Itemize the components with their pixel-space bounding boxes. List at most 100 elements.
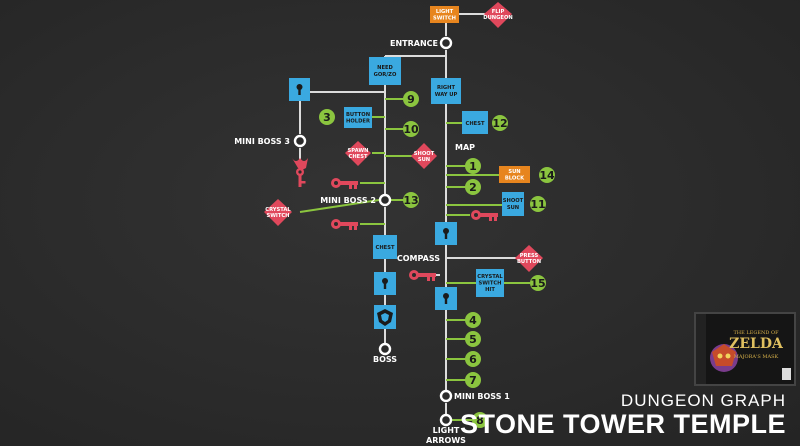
light-arrows-label-1: LIGHT bbox=[433, 426, 460, 435]
green-number-15: 15 bbox=[530, 275, 546, 291]
button-holder-box: BUTTON HOLDER bbox=[344, 107, 372, 128]
number-text: 8 bbox=[476, 414, 484, 427]
box-bg bbox=[499, 166, 530, 183]
keyhole-icon bbox=[296, 84, 303, 95]
small-key-icon bbox=[331, 178, 358, 189]
cover-art: THE LEGEND OF ZELDA MAJORA'S MASK bbox=[696, 314, 794, 384]
flip-dungeon-diamond: FLIP DUNGEON bbox=[483, 2, 513, 28]
keyhole-box-left-mid bbox=[374, 272, 396, 295]
light-arrows-node bbox=[439, 413, 453, 427]
cover-game-text: MAJORA'S MASK bbox=[734, 354, 779, 360]
box-text: RIGHT bbox=[437, 85, 456, 91]
green-number-11: 11 bbox=[530, 196, 546, 212]
mini-boss-3-label: MINI BOSS 3 bbox=[234, 137, 290, 146]
number-text: 10 bbox=[403, 123, 419, 136]
number-text: 4 bbox=[469, 314, 477, 327]
mini-boss-2-node bbox=[378, 193, 392, 207]
keyhole-icon bbox=[382, 278, 388, 289]
number-text: 9 bbox=[407, 93, 415, 106]
chest-12-box: CHEST bbox=[462, 111, 488, 134]
diamond-bg bbox=[484, 2, 512, 28]
box-text: CHEST bbox=[466, 121, 485, 127]
box-text: BUTTON bbox=[346, 112, 370, 118]
cover-logo-text: ZELDA bbox=[729, 336, 784, 352]
number-text: 1 bbox=[469, 160, 477, 173]
number-text: 3 bbox=[323, 111, 331, 124]
green-number-10: 10 bbox=[403, 121, 419, 137]
small-key-icon bbox=[331, 219, 358, 230]
keyhole-box-top-left bbox=[289, 78, 310, 101]
box-text: NEED bbox=[377, 65, 393, 71]
diagram-title: STONE TOWER TEMPLE bbox=[459, 409, 786, 439]
green-number-7: 7 bbox=[465, 372, 481, 388]
keyhole-box-right bbox=[435, 222, 457, 245]
box-text: HOLDER bbox=[346, 119, 370, 125]
keyhole-icon bbox=[443, 228, 449, 239]
diamond-text: SPAWN bbox=[348, 148, 369, 154]
need-goron-box: NEED GOR/ZO bbox=[369, 57, 401, 85]
box-bg bbox=[369, 57, 401, 85]
diamond-text: BUTTON bbox=[517, 259, 541, 265]
green-number-9: 9 bbox=[403, 91, 419, 107]
box-text: LIGHT bbox=[436, 9, 454, 15]
shoot-sun-box: SHOOT SUN bbox=[502, 192, 524, 216]
green-number-13: 13 bbox=[403, 192, 419, 208]
diamond-bg bbox=[411, 143, 437, 169]
green-number-1: 1 bbox=[465, 158, 481, 174]
cover-series-text: THE LEGEND OF bbox=[733, 330, 779, 336]
spawn-chest-diamond: SPAWN CHEST bbox=[345, 141, 371, 166]
mini-boss-2-label: MINI BOSS 2 bbox=[320, 196, 376, 205]
box-text: GOR/ZO bbox=[374, 72, 397, 78]
compass-label: COMPASS bbox=[397, 254, 440, 263]
diamond-text: SHOOT bbox=[414, 151, 435, 157]
box-text: BLOCK bbox=[505, 176, 525, 182]
mini-boss-1-label: MINI BOSS 1 bbox=[454, 392, 510, 401]
mini-boss-3-node bbox=[293, 134, 307, 148]
number-text: 2 bbox=[469, 181, 477, 194]
box-text: SWITCH bbox=[478, 281, 501, 287]
crystal-switch-diamond: CRYSTAL SWITCH bbox=[264, 199, 292, 226]
keyhole-icon bbox=[443, 293, 449, 304]
box-bg bbox=[476, 269, 504, 297]
boss-node bbox=[378, 342, 392, 356]
diamond-bg bbox=[345, 141, 371, 166]
number-text: 12 bbox=[492, 117, 507, 130]
crystal-switch-hit-box: CRYSTAL SWITCH HIT bbox=[476, 269, 504, 297]
boss-key-icon bbox=[292, 158, 308, 187]
box-bg bbox=[462, 111, 488, 134]
number-text: 14 bbox=[539, 169, 555, 182]
number-text: 7 bbox=[469, 374, 477, 387]
number-text: 15 bbox=[530, 277, 545, 290]
green-number-6: 6 bbox=[465, 351, 481, 367]
green-number-2: 2 bbox=[465, 179, 481, 195]
box-bg bbox=[430, 6, 459, 23]
right-way-up-box: RIGHT WAY UP bbox=[431, 78, 461, 104]
title-block: DUNGEON GRAPH STONE TOWER TEMPLE bbox=[459, 392, 786, 439]
chest-left-box: CHEST bbox=[373, 235, 397, 259]
boss-key-box bbox=[374, 305, 396, 329]
entrance-label: ENTRANCE bbox=[390, 39, 438, 48]
box-bg bbox=[373, 235, 397, 259]
box-text: SHOOT bbox=[503, 198, 524, 204]
press-button-diamond: PRESS BUTTON bbox=[515, 245, 543, 272]
diamond-bg bbox=[264, 199, 292, 226]
diamond-text: CHEST bbox=[349, 154, 368, 160]
mini-boss-1-node bbox=[439, 389, 453, 403]
small-key-icon bbox=[471, 210, 498, 221]
keyhole-box-right-low bbox=[435, 287, 457, 310]
game-cover-image: THE LEGEND OF ZELDA MAJORA'S MASK bbox=[694, 312, 796, 386]
map-label: MAP bbox=[455, 143, 475, 152]
number-text: 11 bbox=[530, 198, 545, 211]
box-bg bbox=[502, 192, 524, 216]
diamond-text: SWITCH bbox=[266, 213, 289, 219]
box-text: SUN bbox=[507, 205, 519, 211]
box-text: CHEST bbox=[376, 245, 395, 251]
green-number-12: 12 bbox=[492, 115, 508, 131]
number-text: 6 bbox=[469, 353, 477, 366]
box-text: CRYSTAL bbox=[477, 274, 503, 280]
green-number-14: 14 bbox=[539, 167, 555, 183]
number-text: 13 bbox=[403, 194, 418, 207]
diamond-text: FLIP bbox=[492, 9, 505, 15]
